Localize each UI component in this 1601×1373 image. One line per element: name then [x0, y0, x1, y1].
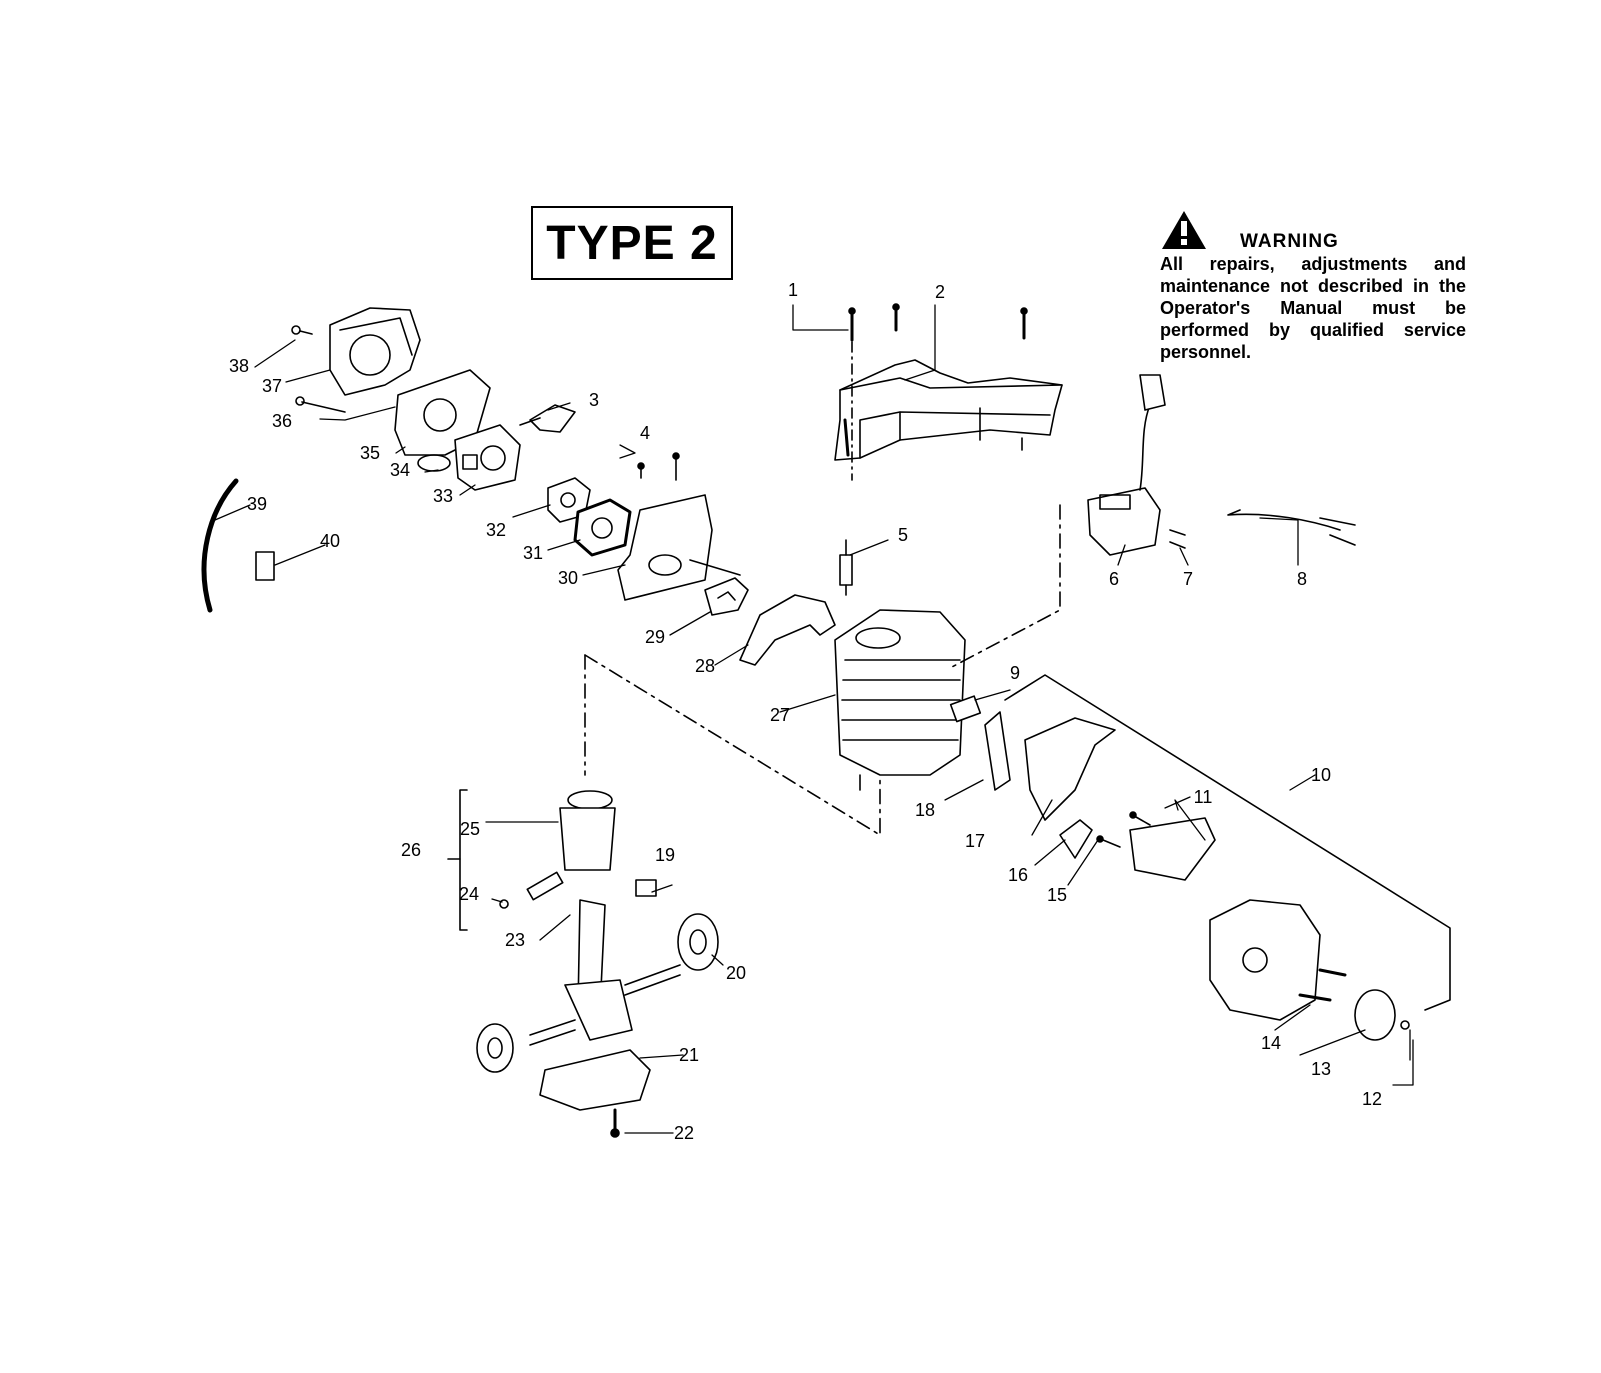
callout-26: 26: [400, 840, 422, 860]
spark-plug-part: [839, 539, 853, 596]
filter-cover-part: [291, 307, 421, 396]
fuel-hose-part: [201, 478, 239, 613]
bracket-part: [739, 594, 836, 666]
callout-39: 39: [246, 494, 268, 514]
warning-triangle-icon: [1162, 211, 1206, 249]
screw-22-part: [610, 1108, 620, 1138]
callout-11: 11: [1193, 787, 1213, 807]
callout-4: 4: [639, 423, 650, 443]
callout-19: 19: [654, 845, 676, 865]
callout-37: 37: [261, 376, 283, 396]
gasket-18-part: [984, 711, 1011, 791]
callout-18: 18: [914, 800, 936, 820]
callout-8: 8: [1296, 569, 1307, 589]
piston-part: [559, 807, 616, 871]
muffler-plate-part: [1354, 989, 1396, 1041]
cover-screws: [848, 303, 1028, 342]
insulator-gasket-part: [573, 498, 632, 557]
callout-24: 24: [458, 884, 480, 904]
callout-23: 23: [504, 930, 526, 950]
piston-pin-part: [526, 871, 564, 901]
crankshaft-part: [529, 899, 681, 1046]
ignition-module-part: [1087, 374, 1186, 556]
needle-bearing-part: [635, 879, 657, 897]
callout-34: 34: [389, 460, 411, 480]
callout-31: 31: [522, 543, 544, 563]
callout-25: 25: [459, 819, 481, 839]
callout-35: 35: [359, 443, 381, 463]
cylinder-cover-part: [834, 359, 1063, 461]
muffler-part: [1209, 899, 1321, 1021]
callout-21: 21: [678, 1045, 700, 1065]
fuel-filter-part: [255, 551, 275, 581]
callout-33: 33: [432, 486, 454, 506]
callout-30: 30: [557, 568, 579, 588]
type-label: TYPE 2: [531, 206, 733, 280]
callout-38: 38: [228, 356, 250, 376]
callout-1: 1: [787, 280, 798, 300]
callout-36: 36: [271, 411, 293, 431]
wire-harness-part: [1227, 509, 1356, 546]
callout-12: 12: [1361, 1089, 1383, 1109]
piston-ring-part: [567, 790, 613, 810]
bearing-left-part: [476, 1023, 514, 1073]
callout-32: 32: [485, 520, 507, 540]
callout-7: 7: [1182, 569, 1193, 589]
callout-20: 20: [725, 963, 747, 983]
callout-22: 22: [673, 1123, 695, 1143]
warning-title: WARNING: [1240, 231, 1339, 252]
callout-10: 10: [1310, 765, 1332, 785]
filter-base-part: [295, 369, 491, 456]
warning-body: All repairs, adjustments and maintenance…: [1160, 254, 1466, 362]
choke-lever-part: [519, 404, 576, 433]
callout-16: 16: [1007, 865, 1029, 885]
callout-3: 3: [588, 390, 599, 410]
gasket-16-part: [1059, 819, 1093, 859]
callout-27: 27: [769, 705, 791, 725]
assembly-guide-lines: [584, 504, 1061, 836]
callout-5: 5: [897, 525, 908, 545]
callout-6: 6: [1108, 569, 1119, 589]
cylinder-part: [834, 609, 966, 791]
callout-28: 28: [694, 656, 716, 676]
o-ring-part: [417, 454, 451, 472]
callout-2: 2: [934, 282, 945, 302]
intake-boot-part: [704, 577, 749, 616]
gasket-9-part: [949, 695, 982, 723]
callout-9: 9: [1009, 663, 1020, 683]
heat-shield-part: [1024, 717, 1116, 821]
spark-arrestor-part: [1096, 811, 1216, 881]
carburetor-part: [454, 424, 521, 491]
callout-15: 15: [1046, 885, 1068, 905]
piston-kit-bracket: [447, 789, 468, 931]
callout-14: 14: [1260, 1033, 1282, 1053]
bearing-right-part: [677, 913, 719, 971]
callout-29: 29: [644, 627, 666, 647]
callout-40: 40: [319, 531, 341, 551]
crankcase-cover-part: [539, 1049, 651, 1111]
muffler-assembly-bracket: [1004, 674, 1451, 1011]
intake-adapter-part: [617, 494, 741, 601]
leader-lines: [214, 304, 1414, 1134]
callout-13: 13: [1310, 1059, 1332, 1079]
callout-17: 17: [964, 831, 986, 851]
